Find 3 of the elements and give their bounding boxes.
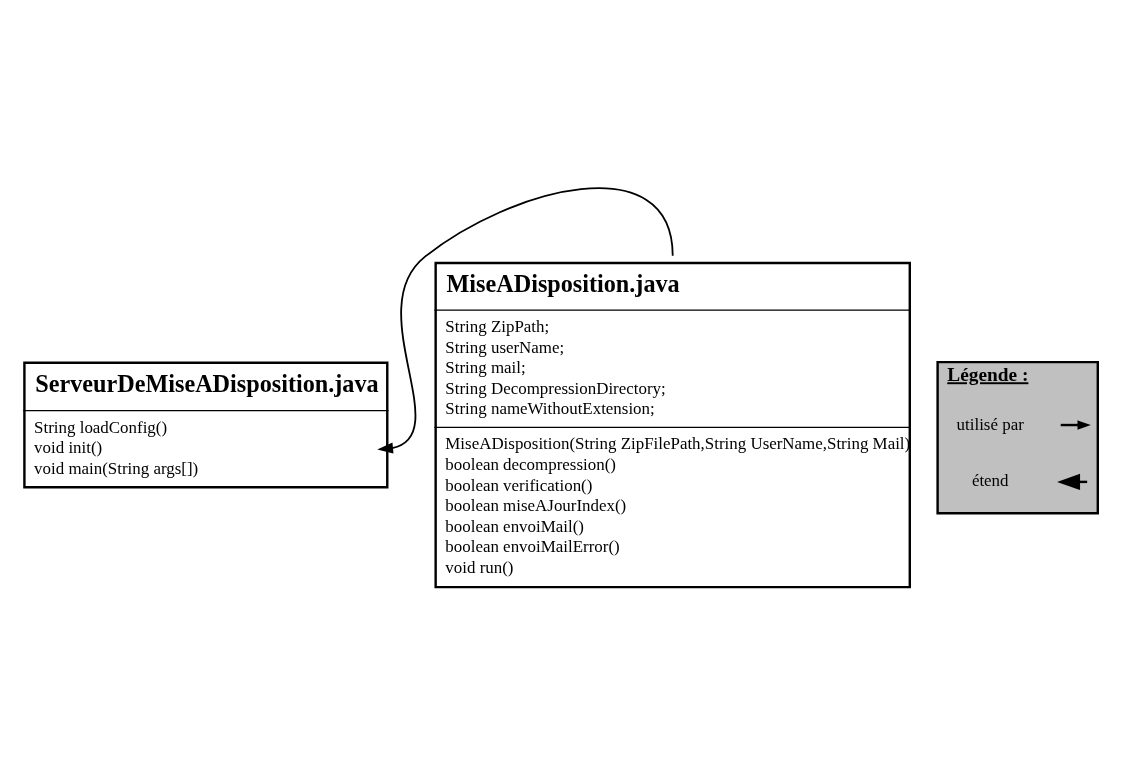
legend-label: étend — [971, 470, 1009, 490]
legend-label: utilisé par — [956, 414, 1024, 434]
arrow — [377, 187, 674, 454]
